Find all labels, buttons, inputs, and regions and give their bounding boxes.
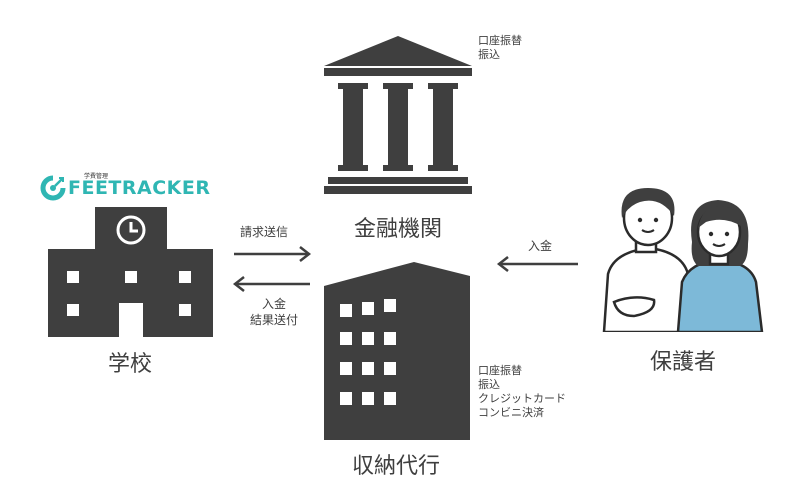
edge-label-payment: 入金 (528, 239, 553, 253)
agency-note: 振込 (478, 378, 500, 391)
edge-label-line: 結果送付 (250, 313, 299, 327)
agency-notes: 口座振替 振込 クレジットカード コンビニ決済 (478, 364, 566, 420)
arrow-agency-to-school-icon (232, 276, 310, 292)
guardian-label: 保護者 (650, 350, 717, 375)
feetracker-logo: 学費管理 FEETRACKER (40, 171, 220, 201)
office-building-icon (324, 262, 470, 440)
bank-label: 金融機関 (354, 217, 443, 242)
logo-mark-icon (40, 175, 66, 201)
edge-label-line: 入金 (262, 297, 287, 311)
edge-label-request: 請求送信 (240, 225, 289, 239)
edge-label-result: 入金 結果送付 (250, 296, 298, 328)
bank-note: 振込 (478, 48, 500, 61)
parents-illustration-icon (602, 188, 764, 332)
school-label: 学校 (108, 352, 153, 377)
logo-subtitle: 学費管理 (84, 173, 109, 180)
bank-notes: 口座振替 振込 (478, 34, 522, 62)
bank-note: 口座振替 (478, 34, 522, 47)
logo-wordmark: FEETRACKER (68, 177, 211, 199)
agency-note: クレジットカード (478, 392, 566, 405)
agency-note: コンビニ決済 (478, 406, 544, 419)
agency-label: 収納代行 (352, 454, 441, 479)
bank-building-icon (324, 36, 472, 194)
arrow-guardian-to-agency-icon (496, 256, 578, 272)
agency-note: 口座振替 (478, 364, 522, 377)
school-building-icon (48, 207, 213, 337)
arrow-school-to-agency-icon (234, 246, 312, 262)
